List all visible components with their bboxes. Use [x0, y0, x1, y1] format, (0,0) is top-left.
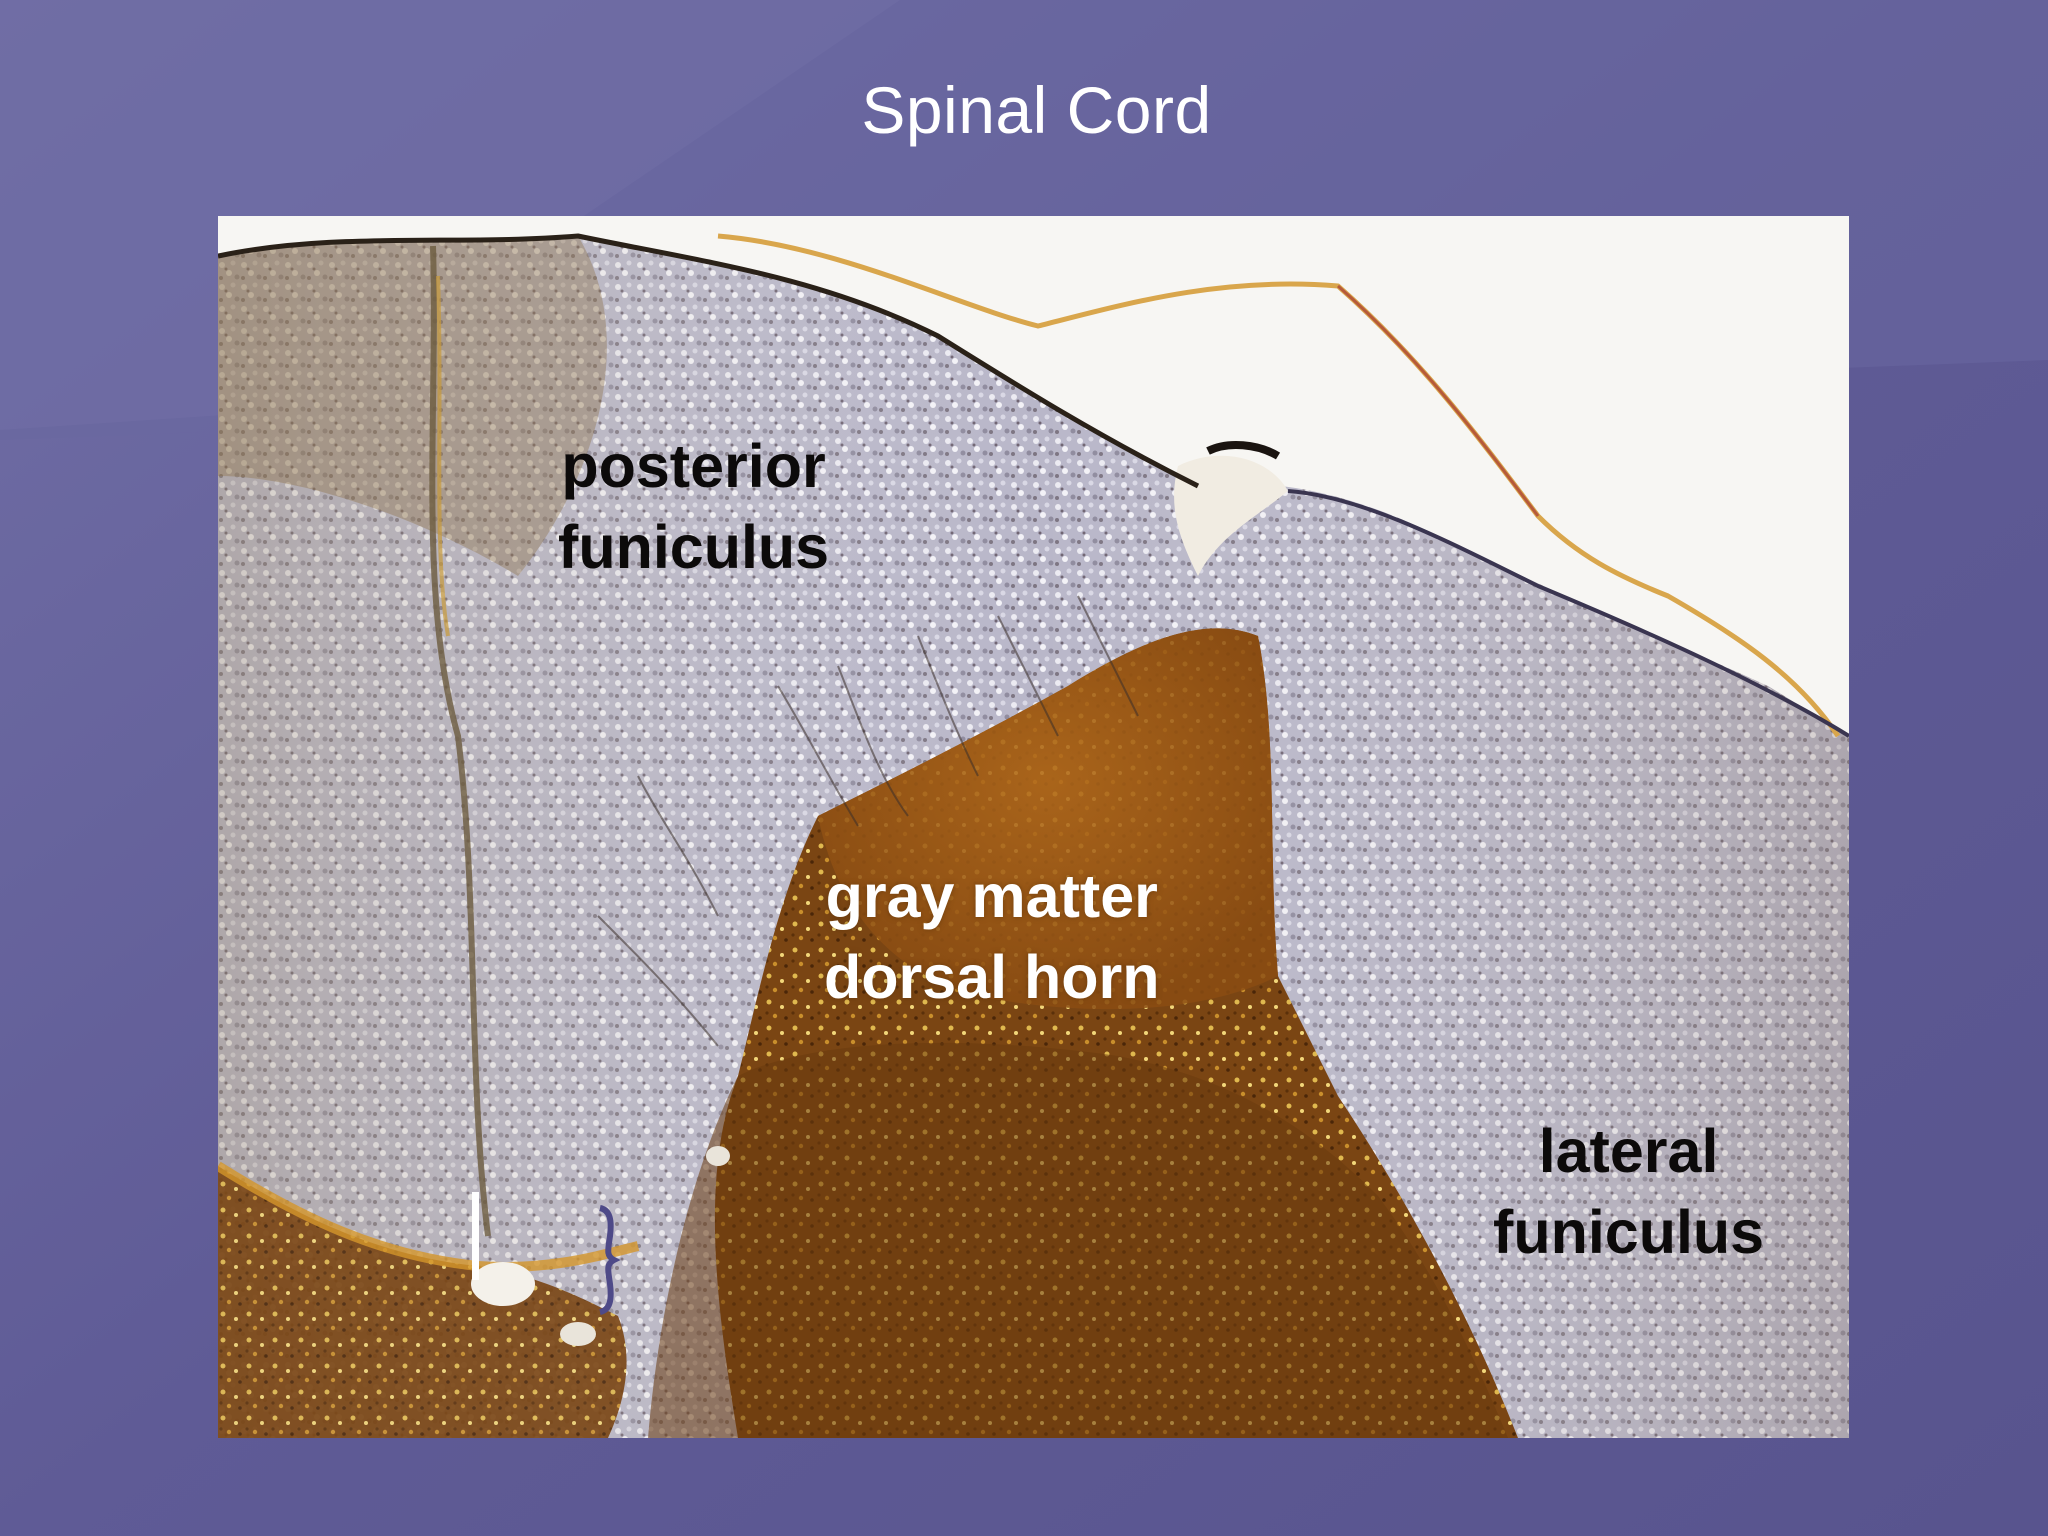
- micrograph-image: [218, 216, 1849, 1438]
- label-posterior-funiculus-line1: posterior: [561, 432, 826, 500]
- spinal-cord-micrograph: posterior funiculus gray matter dorsal h…: [218, 216, 1849, 1438]
- label-gray-matter-dorsal-horn: gray matter dorsal horn: [824, 856, 1160, 1018]
- label-posterior-funiculus-line2: funiculus: [558, 513, 830, 581]
- slide-title: Spinal Cord: [861, 73, 1212, 147]
- label-dorsal-horn-line2: dorsal horn: [824, 943, 1160, 1011]
- label-lateral-funiculus: lateral funiculus: [1493, 1111, 1764, 1273]
- label-gray-matter-line1: gray matter: [825, 862, 1158, 930]
- label-lateral-funiculus-line2: funiculus: [1493, 1198, 1765, 1266]
- label-posterior-funiculus: posterior funiculus: [558, 426, 829, 588]
- label-lateral-funiculus-line1: lateral: [1538, 1117, 1719, 1185]
